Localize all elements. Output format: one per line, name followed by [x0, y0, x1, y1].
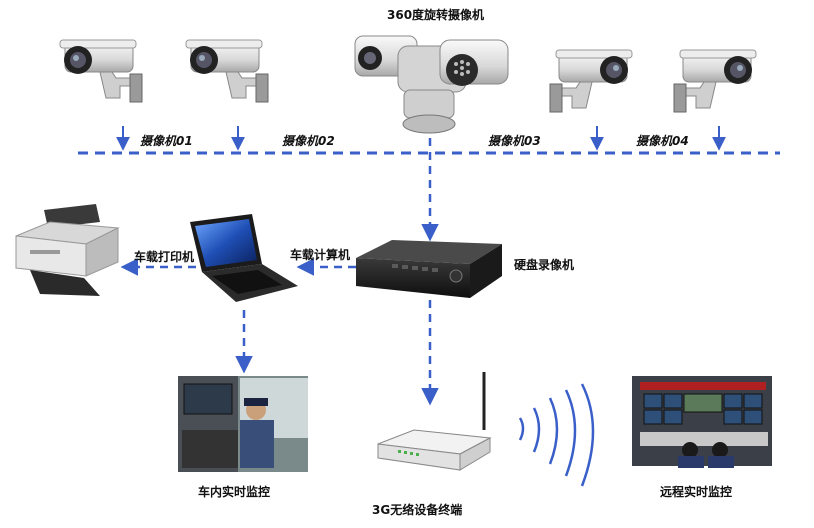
dvr-icon [356, 240, 502, 298]
local-monitor-photo [178, 376, 308, 472]
camera-01-icon [59, 39, 143, 103]
camera-02-label: 摄像机02 [282, 134, 335, 148]
remote-monitor-label: 远程实时监控 [660, 485, 733, 499]
ptz-camera-label: 360度旋转摄像机 [387, 8, 485, 22]
camera-arrows [116, 126, 726, 151]
camera-04-label: 摄像机04 [636, 134, 689, 148]
camera-01-label: 摄像机01 [140, 134, 193, 148]
laptop-icon [190, 214, 298, 302]
camera-04-icon [673, 49, 757, 113]
printer-icon [15, 204, 120, 296]
router-icon [377, 372, 492, 471]
computer-label: 车载计算机 [290, 248, 351, 262]
local-monitor-label: 车内实时监控 [198, 485, 271, 499]
terminal-label: 3G无络设备终端 [372, 503, 463, 517]
ptz-camera-icon [354, 35, 509, 134]
camera-02-icon [185, 39, 269, 103]
dvr-label: 硬盘录像机 [514, 258, 575, 272]
camera-03-label: 摄像机03 [488, 134, 541, 148]
remote-monitor-photo [632, 376, 772, 468]
camera-03-icon [549, 49, 633, 113]
printer-label: 车载打印机 [134, 250, 195, 264]
wireless-signal-icon [518, 383, 595, 487]
